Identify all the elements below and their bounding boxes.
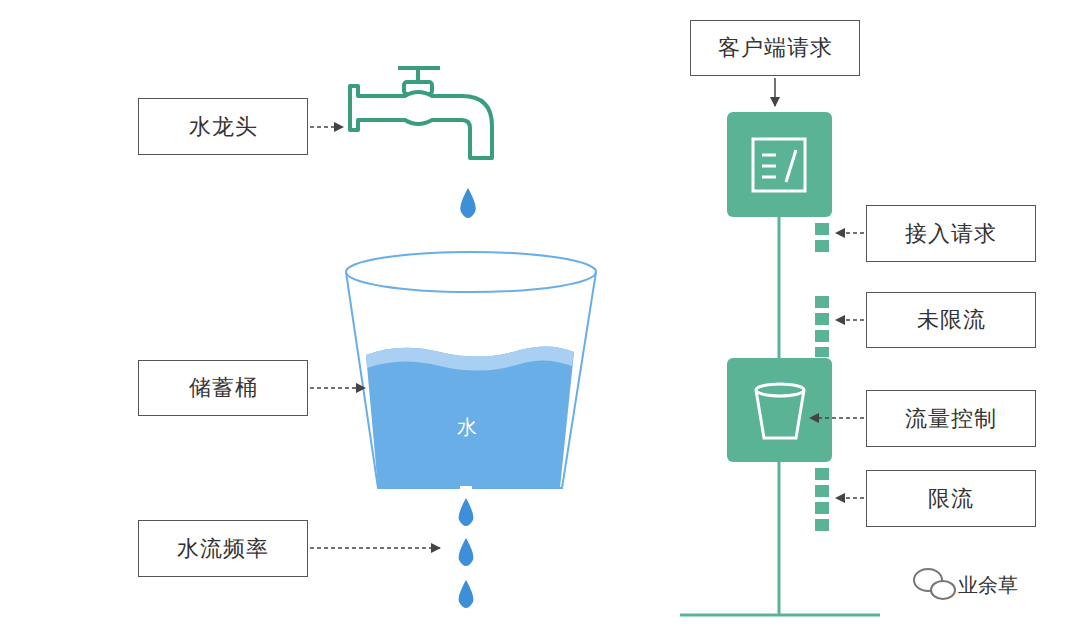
node-text: 限流 (928, 484, 974, 514)
watermark-icon (914, 569, 955, 599)
node-text: 水 (457, 414, 478, 441)
label-box: 接入请求 (866, 205, 1036, 262)
flow-illustration (680, 78, 880, 615)
node-text: 流量控制 (905, 404, 997, 434)
node-text: 水龙头 (189, 112, 258, 142)
leader-lines (310, 127, 440, 548)
faucet-icon (350, 68, 492, 158)
dashed-arrow (310, 387, 365, 389)
node-text: 储蓄桶 (189, 373, 258, 403)
bucket (346, 252, 596, 496)
label-box: 流量控制 (866, 390, 1036, 447)
water-drop (460, 188, 475, 218)
label-box: 限流 (866, 470, 1036, 527)
node-text: 水流频率 (177, 534, 269, 564)
watermark: 业余草 (958, 572, 1018, 599)
label-box: 水流频率 (138, 520, 308, 577)
node-text: 客户端请求 (718, 33, 833, 63)
label-box: 水龙头 (138, 98, 308, 155)
label-box: 储蓄桶 (138, 360, 308, 416)
node-text: 接入请求 (905, 219, 997, 249)
bucket-water: 水 (367, 372, 567, 482)
label-box: 未限流 (866, 292, 1036, 348)
request-box: 客户端请求 (690, 20, 860, 76)
node-text: 未限流 (917, 305, 986, 335)
water-drops (459, 498, 474, 608)
